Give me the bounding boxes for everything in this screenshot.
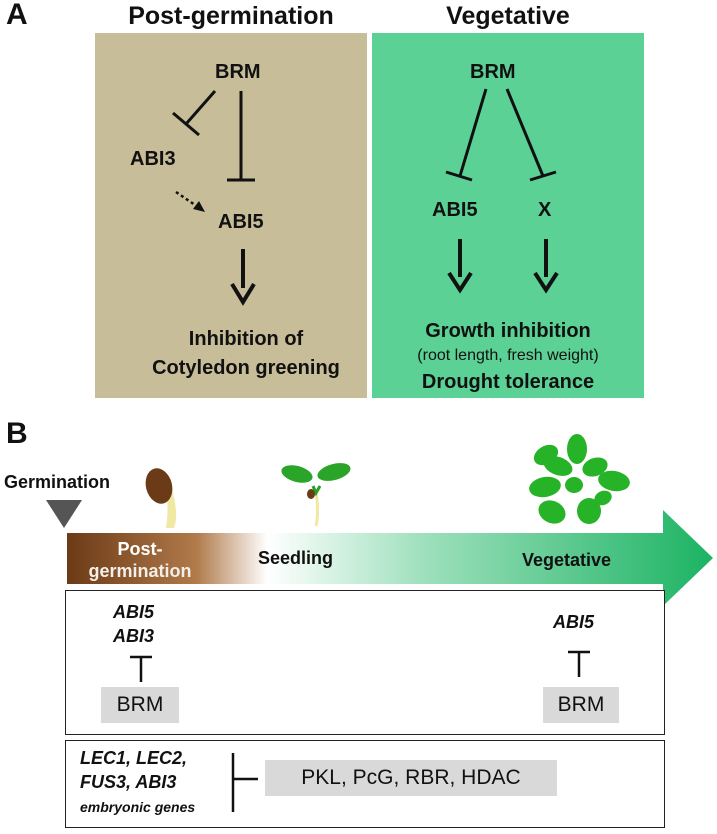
abi3-activates-abi5-dotted: [175, 190, 199, 209]
stage-post-germination-line-1: Post-: [117, 539, 163, 559]
left-brm-repressor: BRM: [101, 687, 179, 723]
embryonic-genes-line-2: FUS3, ABI3: [80, 772, 177, 792]
germination-marker-icon: [46, 500, 82, 528]
stage-vegetative: Vegetative: [522, 550, 612, 570]
growth-inhibition-outcome: Growth inhibition: [425, 320, 591, 342]
rosette-plant-icon: [529, 434, 630, 524]
veg-brm-inhibits-abi5-bar: [445, 170, 473, 182]
seedling-icon: [281, 463, 351, 527]
developmental-timeline-arrow: [67, 510, 713, 606]
outcome-line-2: Cotyledon greening: [152, 357, 340, 379]
brm-node-post-germination: BRM: [215, 61, 261, 83]
stage-post-germination: Post- germination: [70, 538, 210, 582]
abi5-to-greening-head: [230, 282, 256, 306]
germination-label: Germination: [4, 472, 111, 492]
panel-a-label: A: [6, 0, 28, 31]
embryonic-genes-line-1: LEC1, LEC2,: [80, 748, 188, 768]
stage-seedling: Seedling: [258, 548, 334, 568]
outcome-line-1: Inhibition of: [188, 328, 304, 350]
post-germination-box: [95, 33, 367, 398]
abi5-node-post-germination: ABI5: [218, 211, 264, 233]
drought-tolerance-outcome: Drought tolerance: [421, 371, 595, 393]
left-gene-abi3: ABI3: [113, 626, 155, 646]
brm-inhibits-abi3-bar: [172, 111, 200, 137]
abi3-node: ABI3: [130, 148, 176, 170]
chromatin-repressors: PKL, PcG, RBR, HDAC: [265, 760, 557, 796]
right-brm-repressor: BRM: [543, 687, 619, 723]
veg-brm-inhibits-abi5-line: [458, 88, 488, 177]
stage-post-germination-line-2: germination: [88, 561, 192, 581]
embryonic-genes-box: [65, 740, 665, 828]
abi3-activates-abi5-head: [193, 201, 205, 212]
cotyledon-greening-outcome: Inhibition of Cotyledon greening: [130, 325, 362, 383]
left-gene-abi5: ABI5: [113, 602, 155, 622]
veg-brm-inhibits-x-bar: [529, 170, 557, 182]
panel-b-label: B: [6, 417, 28, 450]
vegetative-title: Vegetative: [446, 2, 570, 30]
veg-brm-inhibits-x-line: [505, 88, 545, 177]
veg-x-arrow-head: [533, 271, 559, 294]
growth-inhibition-note: (root length, fresh weight): [417, 347, 599, 364]
brm-node-vegetative: BRM: [470, 61, 516, 83]
brm-inhibits-abi3-line: [184, 90, 217, 125]
abi5-node-vegetative: ABI5: [432, 199, 478, 221]
germinating-seed-icon: [145, 468, 177, 528]
x-node: X: [538, 199, 552, 221]
veg-abi5-arrow-head: [447, 271, 473, 294]
right-gene-abi5: ABI5: [553, 612, 595, 632]
post-germination-title: Post-germination: [128, 2, 334, 30]
embryonic-genes-caption: embryonic genes: [80, 799, 196, 815]
